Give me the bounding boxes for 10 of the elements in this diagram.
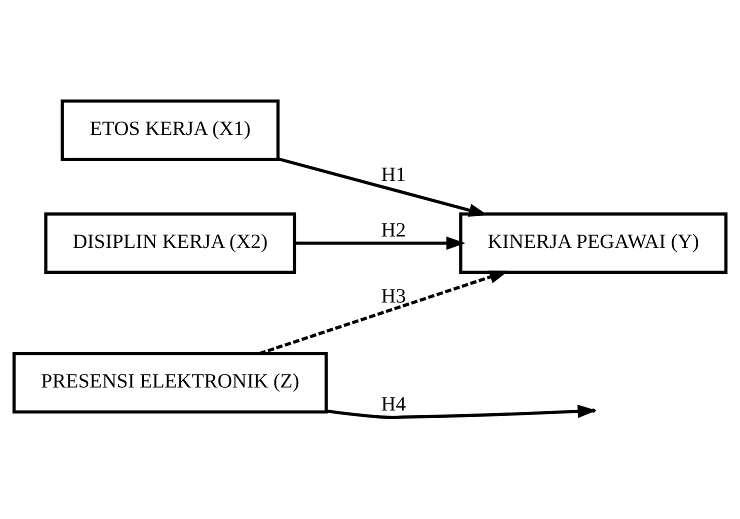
edge-label: H2 bbox=[381, 220, 406, 242]
arrow bbox=[259, 270, 509, 355]
node-box: KINERJA PEGAWAI (Y) bbox=[459, 212, 728, 274]
edge-label: H3 bbox=[381, 286, 406, 308]
edge-label: H4 bbox=[381, 393, 406, 416]
node-box: PRESENSI ELEKTRONIK (Z) bbox=[12, 352, 328, 414]
node-box: ETOS KERJA (X1) bbox=[60, 100, 280, 162]
node-box: DISIPLIN KERJA (X2) bbox=[44, 212, 296, 274]
edge-label: H1 bbox=[381, 164, 406, 186]
arrow bbox=[294, 236, 466, 250]
